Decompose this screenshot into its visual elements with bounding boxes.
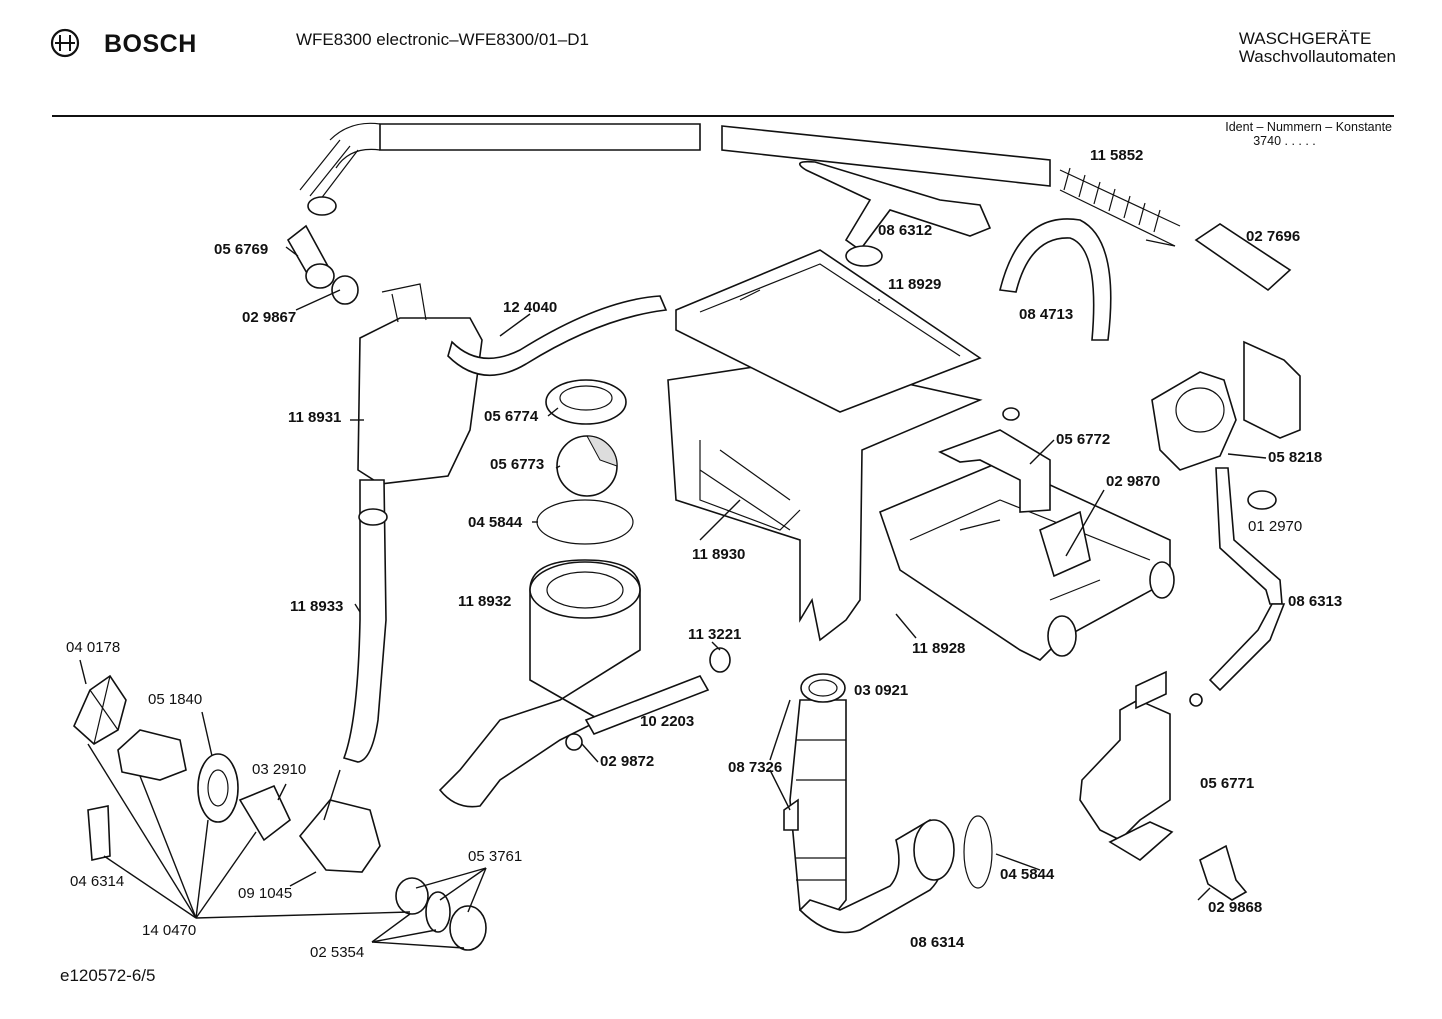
inlet-hose-drawing [299, 122, 1181, 247]
part-label-086313: 08 6313 [1288, 593, 1343, 610]
category-subtitle: Waschvollautomaten [1238, 47, 1396, 66]
part-label-030921: 03 0921 [854, 682, 909, 699]
rod-drawing [584, 675, 710, 735]
pressure-switch-drawing [1151, 340, 1301, 692]
part-label-045844-upper: 04 5844 [468, 514, 523, 531]
part-label-084713: 08 4713 [1019, 306, 1074, 323]
category-title: WASCHGERÄTE [1238, 29, 1372, 48]
part-label-029870: 02 9870 [1106, 473, 1161, 490]
part-label-118931: 11 8931 [288, 409, 342, 426]
part-label-113221: 11 3221 [688, 626, 742, 643]
part-label-032910: 03 2910 [252, 761, 307, 778]
document-id: e120572-6/5 [60, 966, 156, 985]
detergent-drawer-housing-drawing [667, 249, 983, 642]
part-label-140470: 14 0470 [142, 922, 197, 939]
part-label-124040: 12 4040 [503, 299, 558, 316]
part-label-118933: 11 8933 [290, 598, 344, 615]
part-label-118928: 11 8928 [912, 640, 966, 657]
part-label-045844-lower: 04 5844 [1000, 866, 1055, 883]
part-label-118929: 11 8929 [888, 276, 942, 293]
ident-value: 3740 . . . . . [1253, 134, 1316, 148]
part-label-118932: 11 8932 [458, 593, 512, 610]
part-label-051840: 05 1840 [148, 691, 203, 708]
hose-118933-drawing [342, 479, 387, 763]
part-label-056774: 05 6774 [484, 408, 539, 425]
part-label-029872: 02 9872 [600, 753, 655, 770]
leader-lines [79, 239, 1267, 949]
ident-label: Ident – Nummern – Konstante [1225, 120, 1392, 134]
model-title: WFE8300 electronic–WFE8300/01–D1 [296, 30, 589, 49]
part-label-087326: 08 7326 [728, 759, 783, 776]
part-label-056771: 05 6771 [1200, 775, 1255, 792]
part-label-091045: 09 1045 [238, 885, 293, 902]
hose-086312-drawing [798, 160, 992, 252]
part-label-046314: 04 6314 [70, 873, 125, 890]
detergent-drawer-drawing [878, 407, 1175, 661]
part-label-029867: 02 9867 [242, 309, 297, 326]
part-label-056772: 05 6772 [1056, 431, 1111, 448]
clamp-drawing [999, 218, 1112, 341]
part-label-029868: 02 9868 [1208, 899, 1263, 916]
air-chamber-drawing [1079, 699, 1171, 841]
part-label-025354: 02 5354 [310, 944, 365, 961]
category-block: WASCHGERÄTE Waschvollautomaten [1239, 30, 1396, 66]
brand-name: BOSCH [104, 30, 197, 58]
part-label-118930: 11 8930 [692, 546, 746, 563]
pump-group-drawing [73, 674, 487, 951]
part-label-058218: 05 8218 [1268, 449, 1323, 466]
part-label-086312: 08 6312 [878, 222, 933, 239]
header-divider [52, 115, 1394, 117]
ident-block: Ident – Nummern – Konstante 3740 . . . .… [1225, 120, 1392, 148]
bosch-logo-icon [48, 26, 86, 65]
dosing-container-drawing [357, 317, 483, 485]
part-label-056773: 05 6773 [490, 456, 545, 473]
part-label-040178: 04 0178 [66, 639, 121, 656]
plug-drawing [1199, 844, 1248, 901]
part-label-053761: 05 3761 [468, 848, 523, 865]
part-label-102203: 10 2203 [640, 713, 695, 730]
part-label-086314: 08 6314 [910, 934, 965, 951]
o-ring-drawing [536, 499, 634, 545]
part-label-012970: 01 2970 [1248, 518, 1303, 535]
part-label-027696: 02 7696 [1246, 228, 1301, 245]
part-label-056769: 05 6769 [214, 241, 269, 258]
standpipe-drawing [783, 673, 847, 921]
nozzle-drawing [1194, 223, 1292, 292]
part-label-115852: 11 5852 [1090, 147, 1144, 164]
